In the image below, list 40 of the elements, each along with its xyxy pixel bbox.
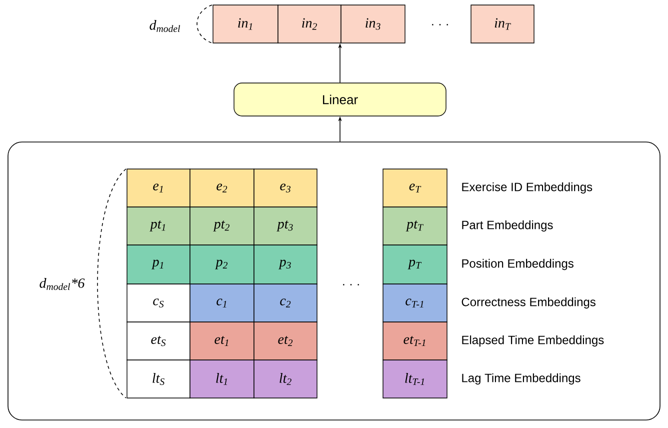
embedding-cell: c$_{S}$ xyxy=(126,284,190,322)
embedding-cell: pt$_{1}$ xyxy=(126,206,190,246)
row-label: Lag Time Embeddings xyxy=(462,373,580,385)
embedding-cell: e$_{3}$ xyxy=(254,168,318,208)
embedding-cell: e$_{T}$ xyxy=(382,168,448,208)
input-cell: in$_{1}$ xyxy=(212,4,278,44)
embedding-cell: lt$_{T-1}$ xyxy=(382,360,448,398)
embedding-cell: p$_{1}$ xyxy=(126,244,190,284)
ellipsis: · · · xyxy=(343,284,359,286)
row-label: Position Embeddings xyxy=(462,258,574,270)
embedding-cell: e$_{1}$ xyxy=(126,168,190,208)
embedding-panel xyxy=(8,142,660,420)
embedding-cell: c$_{T-1}$ xyxy=(382,284,448,322)
embedding-cell: et$_{S}$ xyxy=(126,322,190,360)
embedding-cell: c$_{2}$ xyxy=(254,284,318,322)
embedding-cell: et$_{1}$ xyxy=(190,322,254,360)
embedding-cell: lt$_{2}$ xyxy=(254,360,318,398)
row-label: Correctness Embeddings xyxy=(462,297,596,309)
embedding-cell: et$_{2}$ xyxy=(254,322,318,360)
embedding-cell: pt$_{T}$ xyxy=(382,206,448,246)
embedding-cell: e$_{2}$ xyxy=(190,168,254,208)
row-label: Elapsed Time Embeddings xyxy=(462,335,604,347)
input-cell: in$_{2}$ xyxy=(278,4,342,44)
linear-box: Linear xyxy=(234,82,446,116)
embedding-cell: lt$_{1}$ xyxy=(190,360,254,398)
row-label: Exercise ID Embeddings xyxy=(462,182,592,194)
dimension-label: d$_{model}$ xyxy=(150,20,180,32)
embedding-cell: pt$_{2}$ xyxy=(190,206,254,246)
embedding-cell: p$_{T}$ xyxy=(382,244,448,284)
input-cell: in$_{T}$ xyxy=(470,4,534,44)
embedding-cell: c$_{1}$ xyxy=(190,284,254,322)
ellipsis: · · · xyxy=(432,24,448,26)
dimension-label: d$_{model}$*6 xyxy=(40,278,85,290)
embedding-cell: et$_{T-1}$ xyxy=(382,322,448,360)
embedding-cell: pt$_{3}$ xyxy=(254,206,318,246)
embedding-cell: lt$_{S}$ xyxy=(126,360,190,398)
row-label: Part Embeddings xyxy=(462,220,553,232)
input-cell: in$_{3}$ xyxy=(340,4,406,44)
embedding-cell: p$_{2}$ xyxy=(190,244,254,284)
embedding-cell: p$_{3}$ xyxy=(254,244,318,284)
